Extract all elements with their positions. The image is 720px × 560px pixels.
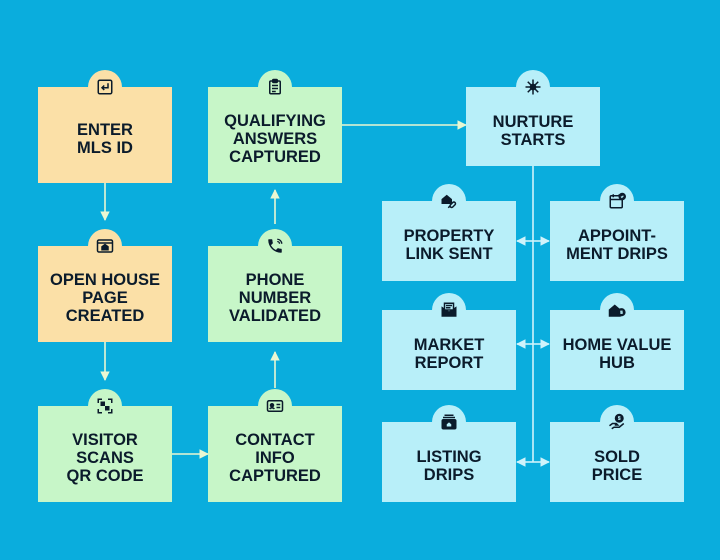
house-coin-icon bbox=[600, 293, 634, 327]
house-browser-icon bbox=[88, 229, 122, 263]
enter-arrow-icon bbox=[88, 70, 122, 104]
phone-icon bbox=[258, 229, 292, 263]
envelope-icon bbox=[432, 293, 466, 327]
calendar-check-icon bbox=[600, 184, 634, 218]
node-appointment-drips: APPOINT-MENT DRIPS bbox=[550, 201, 684, 281]
qr-code-icon bbox=[88, 389, 122, 423]
id-card-icon bbox=[258, 389, 292, 423]
hand-coin-icon bbox=[600, 405, 634, 439]
listing-stack-icon bbox=[432, 405, 466, 439]
node-label: APPOINT-MENT DRIPS bbox=[566, 227, 668, 263]
clipboard-icon bbox=[258, 70, 292, 104]
house-link-icon bbox=[432, 184, 466, 218]
network-hub-icon bbox=[516, 70, 550, 104]
